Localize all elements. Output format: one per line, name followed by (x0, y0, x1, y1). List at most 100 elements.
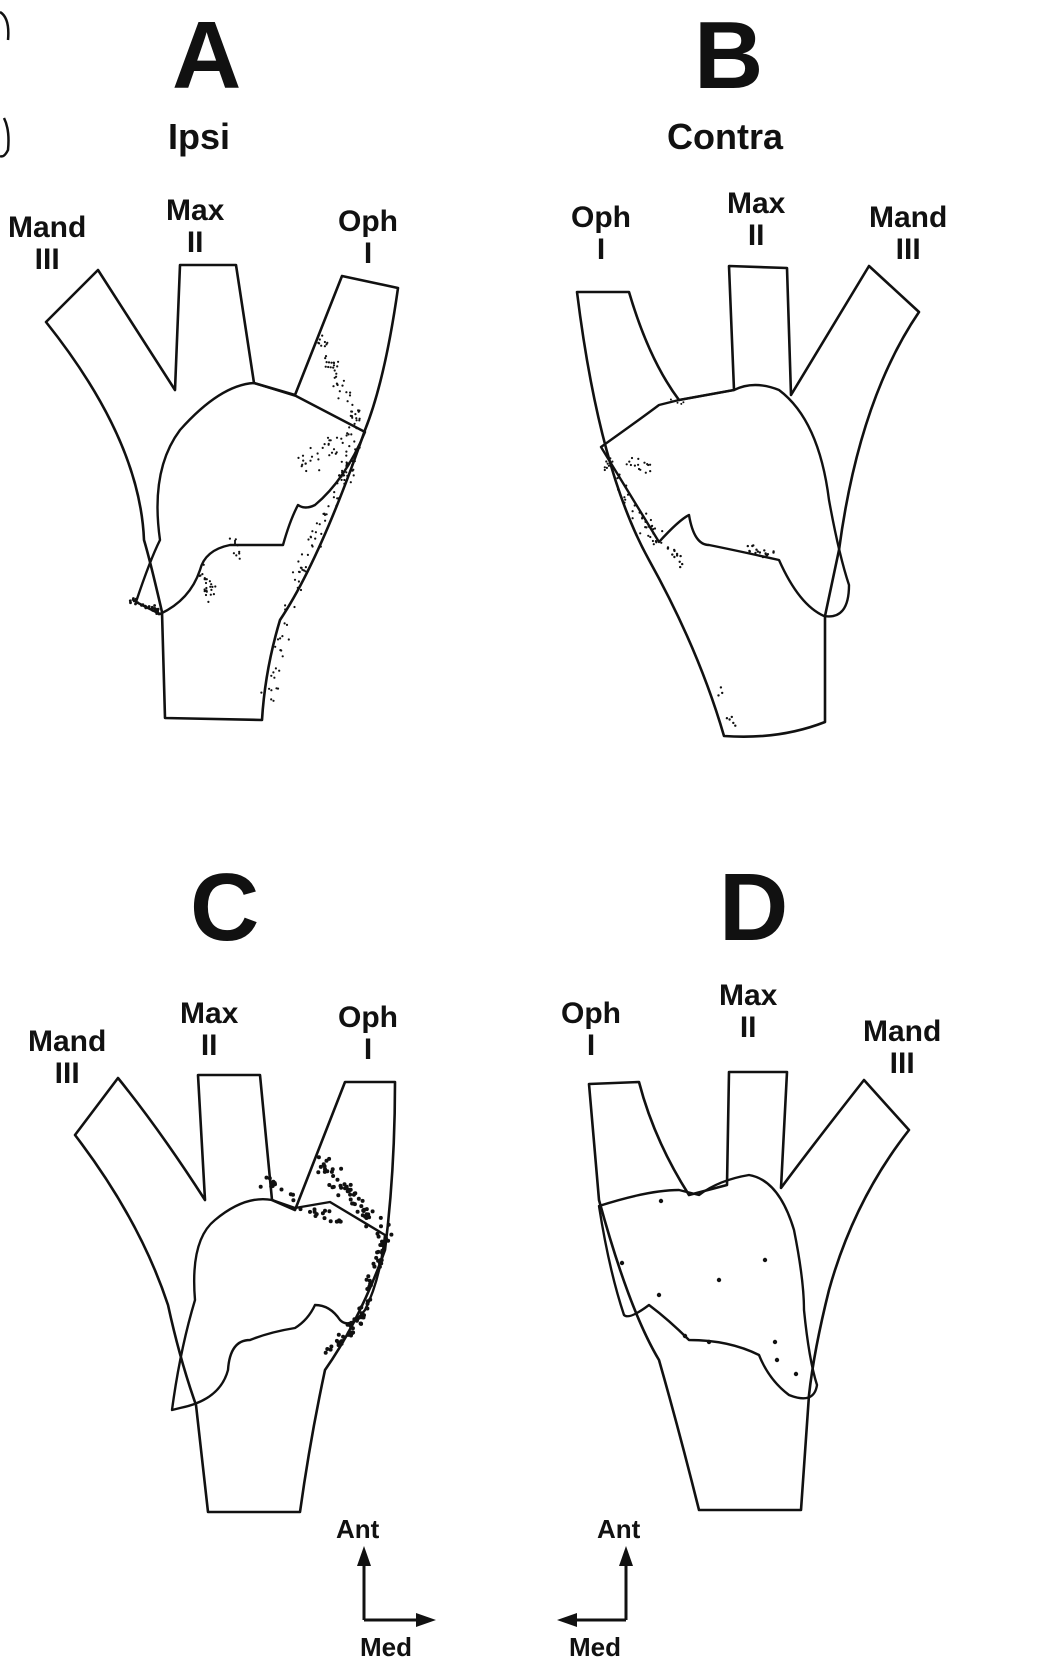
labeled-cell-dot (148, 605, 151, 608)
labeled-cell-dot (310, 536, 312, 538)
labeled-cell-dot (353, 425, 355, 427)
labeled-cell-dot (271, 1182, 275, 1186)
labeled-cell-dot (643, 462, 645, 464)
labeled-cell-dot (645, 472, 647, 474)
labeled-cell-dot (140, 604, 143, 607)
labeled-cell-dot (348, 426, 350, 428)
labeled-cell-dot (319, 523, 321, 525)
labeled-cell-dot (334, 377, 336, 379)
labeled-cell-dot (158, 613, 161, 616)
labeled-cell-dot (341, 479, 343, 481)
labeled-cell-dot (325, 355, 327, 357)
ganglion-drawing (519, 840, 1038, 1680)
labeled-cell-dot (325, 1347, 329, 1351)
labeled-cell-dot (229, 538, 231, 540)
labeled-cell-dot (646, 463, 648, 465)
labeled-cell-dot (319, 338, 321, 340)
labeled-cell-dot (328, 454, 330, 456)
labeled-cell-dot (327, 505, 329, 507)
labeled-cell-dot (652, 540, 654, 542)
ganglion-drawing (0, 840, 519, 1680)
labeled-cell-dot (775, 1358, 779, 1362)
labeled-cell-dot (671, 553, 673, 555)
labeled-cell-dot (645, 513, 647, 515)
nerve-outline (75, 1075, 395, 1512)
labeled-cell-dot (347, 1189, 351, 1193)
labeled-cell-dot (757, 550, 759, 552)
labeled-cell-dot (374, 1256, 378, 1260)
labeled-cell-dot (605, 460, 607, 462)
labeled-cell-dot (358, 411, 360, 413)
labeled-cell-dot (330, 362, 332, 364)
labeled-cell-dot (673, 556, 675, 558)
labeled-cell-dot (322, 447, 324, 449)
labeled-cell-dot (682, 401, 684, 403)
labeled-cell-dot (351, 1326, 355, 1330)
labeled-cell-dot (637, 464, 639, 466)
labeled-cell-dot (205, 589, 207, 591)
labeled-cell-dot (298, 580, 300, 582)
labeled-cell-dot (346, 475, 348, 477)
nerve-outline (46, 265, 398, 720)
labeled-cell-dot (657, 1293, 661, 1297)
labeled-cell-dot (650, 519, 652, 521)
labeled-cell-dot (618, 476, 620, 478)
labeled-cell-dot (350, 433, 352, 435)
label-dots (620, 1199, 798, 1376)
labeled-cell-dot (717, 694, 719, 696)
labeled-cell-dot (645, 520, 647, 522)
labeled-cell-dot (238, 552, 240, 554)
labeled-cell-dot (365, 1278, 369, 1282)
labeled-cell-dot (641, 516, 643, 518)
labeled-cell-dot (758, 554, 760, 556)
labeled-cell-dot (312, 545, 314, 547)
labeled-cell-dot (356, 419, 358, 421)
labeled-cell-dot (354, 423, 356, 425)
labeled-cell-dot (325, 1169, 329, 1173)
labeled-cell-dot (379, 1216, 383, 1220)
labeled-cell-dot (679, 566, 681, 568)
ganglion-region (172, 1199, 385, 1410)
labeled-cell-dot (277, 638, 279, 640)
labeled-cell-dot (288, 638, 290, 640)
labeled-cell-dot (351, 404, 353, 406)
labeled-cell-dot (679, 555, 681, 557)
labeled-cell-dot (291, 1198, 295, 1202)
labeled-cell-dot (340, 476, 342, 478)
labeled-cell-dot (205, 587, 207, 589)
labeled-cell-dot (720, 686, 722, 688)
labeled-cell-dot (365, 1212, 369, 1216)
labeled-cell-dot (284, 608, 286, 610)
labeled-cell-dot (707, 1340, 711, 1344)
labeled-cell-dot (616, 477, 618, 479)
labeled-cell-dot (357, 1197, 361, 1201)
labeled-cell-dot (337, 1333, 341, 1337)
labeled-cell-dot (624, 499, 626, 501)
labeled-cell-dot (625, 485, 627, 487)
labeled-cell-dot (324, 341, 326, 343)
labeled-cell-dot (280, 1188, 284, 1192)
labeled-cell-dot (351, 415, 353, 417)
labeled-cell-dot (301, 464, 303, 466)
labeled-cell-dot (349, 1321, 353, 1325)
labeled-cell-dot (359, 1204, 363, 1208)
labeled-cell-dot (754, 552, 756, 554)
labeled-cell-dot (673, 550, 675, 552)
labeled-cell-dot (649, 536, 651, 538)
ant-label: Ant (597, 1514, 640, 1545)
labeled-cell-dot (343, 483, 345, 485)
labeled-cell-dot (671, 400, 673, 402)
labeled-cell-dot (342, 442, 344, 444)
labeled-cell-dot (649, 464, 651, 466)
labeled-cell-dot (297, 587, 299, 589)
labeled-cell-dot (324, 345, 326, 347)
labeled-cell-dot (270, 675, 272, 677)
labeled-cell-dot (349, 392, 351, 394)
labeled-cell-dot (300, 589, 302, 591)
labeled-cell-dot (199, 574, 201, 576)
labeled-cell-dot (752, 544, 754, 546)
labeled-cell-dot (749, 550, 751, 552)
labeled-cell-dot (214, 585, 216, 587)
labeled-cell-dot (667, 547, 669, 549)
ganglion-region (599, 1175, 817, 1398)
